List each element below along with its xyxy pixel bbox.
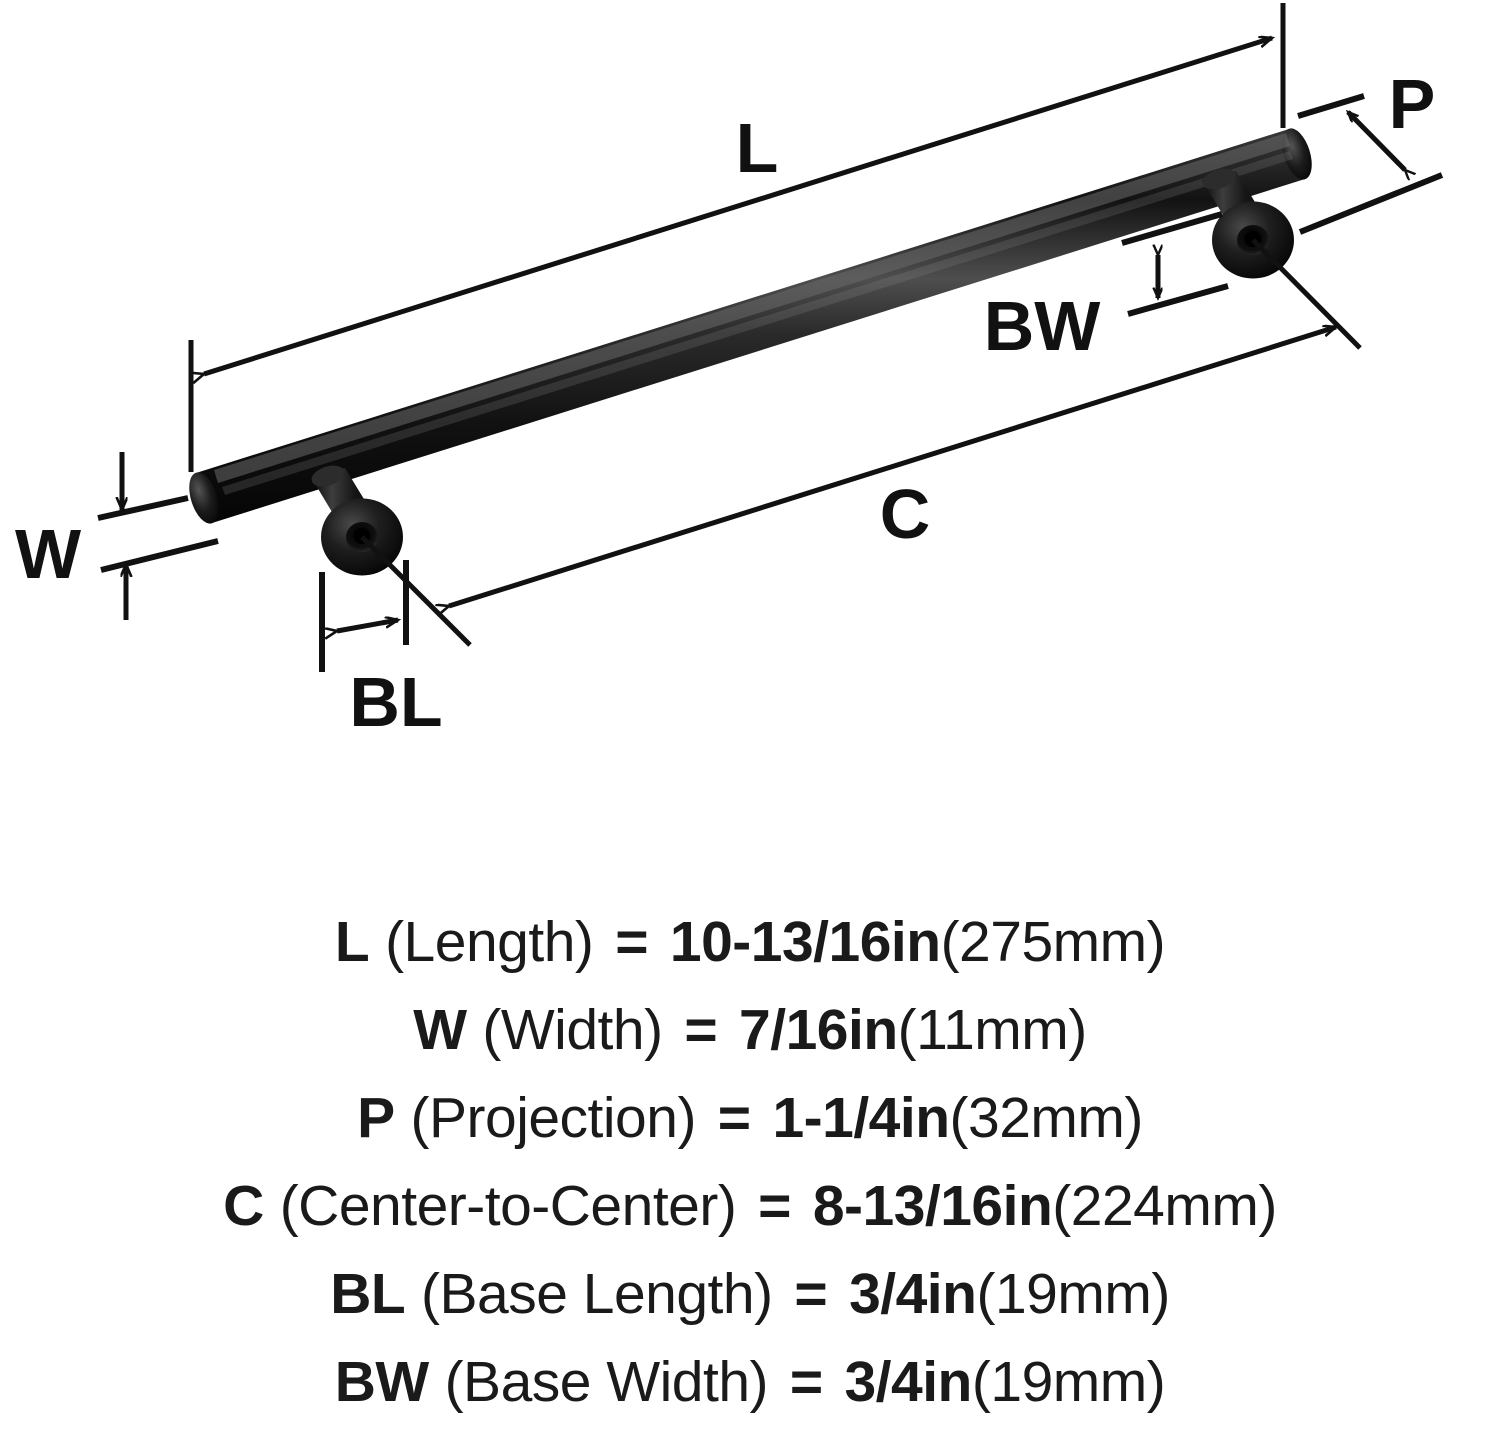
spec-row-width: W (Width) = 7/16in(11mm) xyxy=(0,986,1500,1074)
spec-name: (Length) xyxy=(385,910,594,974)
spec-row-base-length: BL (Base Length) = 3/4in(19mm) xyxy=(0,1250,1500,1338)
spec-symbol: BW xyxy=(334,1350,429,1414)
center-to-center-dimension xyxy=(360,238,1362,647)
left-mounting-post xyxy=(311,465,403,576)
spec-imperial: 3/4in xyxy=(844,1350,972,1414)
bar-right-end-cap xyxy=(1282,128,1312,180)
spec-metric: (32mm) xyxy=(949,1086,1144,1150)
bar-pull-product xyxy=(189,128,1312,576)
spec-equals: = xyxy=(789,1350,823,1414)
spec-metric: (19mm) xyxy=(971,1350,1166,1414)
base-length-callout-label: BL xyxy=(349,663,442,741)
spec-imperial: 3/4in xyxy=(849,1262,977,1326)
cc-leader-right xyxy=(1251,238,1362,350)
projection-callout-label: P xyxy=(1389,65,1436,143)
spec-name: (Base Length) xyxy=(421,1262,773,1326)
spec-imperial: 10-13/16in xyxy=(669,910,941,974)
spec-metric: (224mm) xyxy=(1052,1174,1277,1238)
spec-symbol: C xyxy=(223,1174,264,1238)
spec-equals: = xyxy=(794,1262,828,1326)
specification-list: L (Length) = 10-13/16in(275mm) W (Width)… xyxy=(0,880,1500,1429)
base-width-extension-line-lower xyxy=(1127,283,1229,317)
spec-metric: (19mm) xyxy=(976,1262,1170,1326)
spec-name: (Base Width) xyxy=(444,1350,769,1414)
width-dimension xyxy=(97,452,219,620)
spec-row-center-to-center: C (Center-to-Center) = 8-13/16in(224mm) xyxy=(0,1162,1500,1250)
callout-labels: L P BW C W BL xyxy=(15,65,1435,741)
center-to-center-callout-label: C xyxy=(880,475,931,553)
width-extension-line-upper xyxy=(97,495,189,521)
spec-name: (Projection) xyxy=(410,1086,697,1150)
projection-dimension-line xyxy=(1348,112,1405,170)
length-dimension xyxy=(188,3,1286,472)
spec-equals: = xyxy=(615,910,649,974)
spec-imperial: 8-13/16in xyxy=(812,1174,1053,1238)
spec-equals: = xyxy=(684,998,718,1062)
spec-row-length: L (Length) = 10-13/16in(275mm) xyxy=(0,898,1500,986)
spec-symbol: BL xyxy=(330,1262,406,1326)
base-length-dimension-line xyxy=(337,620,398,631)
spec-row-projection: P (Projection) = 1-1/4in(32mm) xyxy=(0,1074,1500,1162)
spec-metric: (11mm) xyxy=(897,998,1088,1062)
spec-name: (Width) xyxy=(482,998,663,1062)
base-length-dimension xyxy=(319,560,409,672)
spec-symbol: P xyxy=(357,1086,395,1150)
base-width-callout-label: BW xyxy=(984,287,1101,365)
spec-equals: = xyxy=(758,1174,791,1238)
spec-imperial: 7/16in xyxy=(739,998,898,1062)
spec-name: (Center-to-Center) xyxy=(279,1174,737,1238)
length-callout-label: L xyxy=(736,109,779,187)
projection-extension-line-lower xyxy=(1298,172,1444,235)
product-technical-drawing: L P BW C W BL xyxy=(15,3,1444,741)
bar-left-end-cap xyxy=(189,472,219,524)
length-dimension-line xyxy=(204,38,1272,374)
width-extension-line-lower xyxy=(100,538,219,573)
spec-symbol: W xyxy=(413,998,467,1062)
spec-equals: = xyxy=(717,1086,751,1150)
base-width-extension-line-upper xyxy=(1121,211,1223,246)
spec-row-base-width: BW (Base Width) = 3/4in(19mm) xyxy=(0,1338,1500,1426)
projection-extension-line-upper xyxy=(1297,93,1365,119)
base-width-dimension xyxy=(1121,211,1229,317)
projection-dimension xyxy=(1297,93,1444,235)
spec-symbol: L xyxy=(334,910,370,974)
spec-imperial: 1-1/4in xyxy=(772,1086,950,1150)
width-callout-label: W xyxy=(15,515,81,593)
cc-leader-left xyxy=(360,535,472,647)
spec-metric: (275mm) xyxy=(940,910,1166,974)
center-to-center-dimension-line xyxy=(449,327,1336,606)
